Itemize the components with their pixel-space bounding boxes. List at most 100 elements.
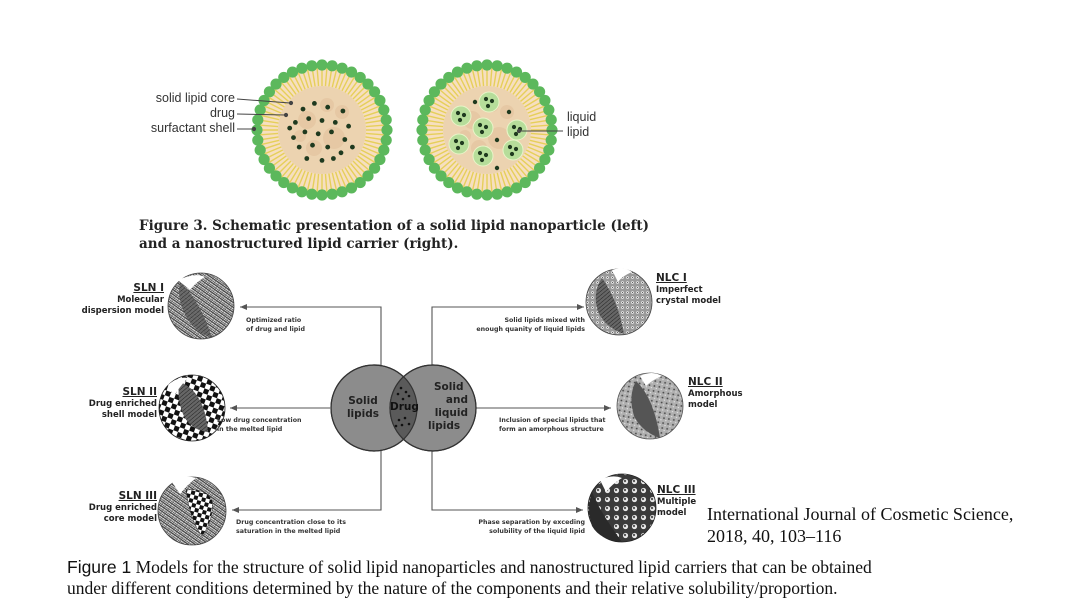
surfactant-tail (427, 142, 446, 150)
surfactant-tail (515, 82, 528, 97)
surfactant-tail (467, 70, 475, 89)
label-liquid-lipid-line1: liquid (567, 110, 597, 124)
sln-3-subtitle-line1: Drug enriched (88, 503, 157, 513)
surfactant-tail (449, 79, 462, 95)
drug-molecule (483, 124, 489, 130)
surfactant-tail (297, 170, 306, 188)
drug-molecule (329, 129, 334, 135)
surfactant-tail (476, 173, 481, 192)
surfactant-tail (289, 76, 300, 93)
surfactant-head (539, 94, 551, 107)
surfactant-head (527, 170, 539, 182)
drug-molecule (511, 124, 517, 130)
surfactant-tail (261, 139, 280, 146)
surfactant-tail (360, 101, 378, 111)
surfactant-tail (311, 68, 316, 87)
surfactant-head (306, 60, 318, 72)
surfactant-tail (274, 89, 289, 102)
drug-molecule (300, 106, 306, 112)
drug-molecule (296, 144, 302, 150)
nlc-3-sphere (587, 473, 657, 543)
surfactant-tail (284, 79, 297, 95)
surfactant-tail (316, 68, 320, 87)
liquid-lipid-droplet (478, 91, 500, 113)
drug-molecule (459, 140, 465, 146)
drug-molecule (483, 96, 489, 102)
surfactant-tail (442, 160, 457, 175)
venn-label-solid-liquid-lipids: Solid and liquid lipids (426, 381, 468, 433)
surfactant-head (278, 71, 290, 84)
surfactant-tail (515, 163, 528, 178)
surfactant-tail (425, 119, 444, 124)
surfactant-tail (289, 167, 300, 184)
surfactant-tail (350, 82, 363, 97)
surfactant-tail (489, 173, 493, 192)
nlc-1-condition: Solid lipids mixed with enough quanity o… (440, 316, 585, 334)
drug-molecule (461, 112, 467, 118)
surfactant-tail (454, 167, 465, 184)
drug-dots (394, 386, 411, 428)
surfactant-head (451, 66, 464, 78)
surfactant-tail (446, 163, 459, 178)
surfactant-head (254, 104, 266, 116)
journal-citation-line1: International Journal of Cosmetic Scienc… (707, 504, 1014, 524)
surfactant-head (378, 144, 390, 156)
nlc-2-condition-line2: form an amorphous structure (499, 426, 604, 433)
surfactant-head (362, 170, 374, 182)
surfactant-tail (344, 167, 355, 184)
label-solid-lipid-core: solid lipid core (155, 91, 235, 105)
sln-2-title: SLN II (122, 386, 157, 398)
liquid-lipid-droplet (450, 105, 472, 127)
figure3-caption-line2: and a nanostructured lipid carrier (righ… (139, 236, 459, 252)
surfactant-tail (364, 139, 383, 146)
surfactant-head (501, 186, 513, 198)
surfactant-tail (512, 79, 525, 95)
surfactant-head (416, 124, 428, 136)
liquid-lipid-droplet (472, 117, 494, 139)
surfactant-tail (260, 119, 279, 124)
surfactant-head (296, 62, 308, 74)
drug-molecule (346, 123, 351, 129)
surfactant-tail (260, 136, 279, 141)
surfactant-tail (530, 119, 549, 124)
drug-molecule (479, 157, 485, 163)
surfactant-tail (302, 70, 310, 89)
liquid-lipid-droplet (472, 145, 494, 167)
surfactant-head (316, 59, 328, 71)
drug-molecule (485, 103, 491, 109)
nlc-2-title: NLC II (688, 376, 723, 388)
drug-molecule (319, 118, 325, 123)
liquid-lipid-body (506, 119, 528, 141)
surfactant-tail (530, 132, 549, 136)
surfactant-tail (355, 158, 370, 171)
surfactant-tail (439, 158, 454, 171)
surfactant-tail (433, 152, 450, 163)
surfactant-tail (528, 142, 547, 150)
liquid-lipid-droplet (506, 119, 528, 141)
drug-molecule (310, 142, 315, 148)
surfactant-tail (462, 72, 471, 90)
liquid-lipid-body (502, 139, 524, 161)
sln-1-label: SLN I Molecular dispersion model (70, 282, 164, 317)
surfactant-tail (503, 170, 512, 188)
surfactant-tail (271, 155, 287, 168)
surfactant-tail (334, 70, 342, 89)
surfactant-head (270, 170, 282, 182)
surfactant-head (533, 86, 546, 98)
drug-molecule (506, 109, 512, 115)
liquid-lipid-body (472, 117, 494, 139)
surfactant-tail (260, 124, 279, 128)
drug-molecule (477, 122, 483, 128)
surfactant-head (519, 71, 531, 84)
surfactant-tail (352, 160, 367, 175)
liquid-lipid-droplet (448, 133, 470, 155)
surfactant-tail (341, 168, 351, 186)
surfactant-head (380, 114, 392, 126)
surfactant-head (546, 124, 558, 136)
surfactant-head (258, 153, 270, 166)
surfactant-head (306, 188, 318, 200)
surfactant-tail (436, 155, 452, 168)
sln-particle (251, 59, 393, 201)
sln-3-condition-line1: Drug concentration close to its (236, 519, 346, 526)
surfactant-head (533, 162, 546, 174)
